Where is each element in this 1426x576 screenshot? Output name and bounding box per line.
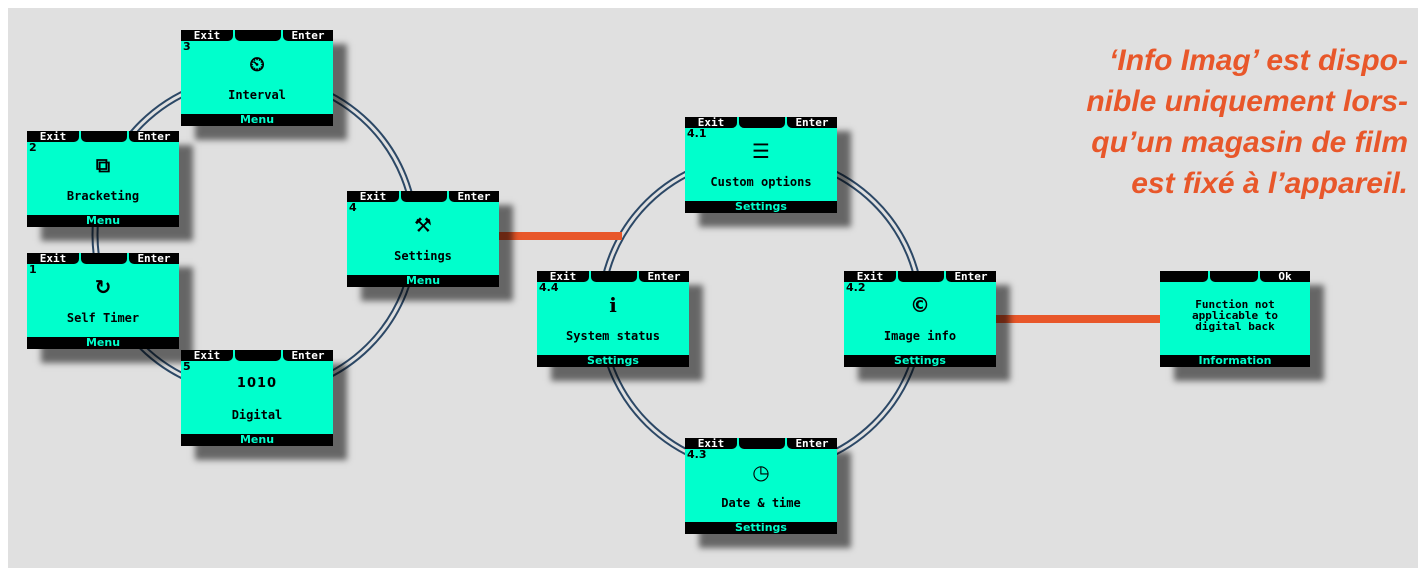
screen-title: Date & time <box>721 496 801 510</box>
enter-button[interactable]: Enter <box>946 271 996 282</box>
digital-icon: 1010 <box>236 376 278 391</box>
note-line: nible uniquement lors- <box>1086 85 1408 118</box>
menu-label: Menu <box>347 275 499 287</box>
menu-label: Information <box>1160 355 1310 367</box>
clock-calendar-icon: ◷ <box>752 460 770 484</box>
middle-button[interactable] <box>739 117 785 128</box>
enter-button[interactable]: Enter <box>449 191 499 202</box>
enter-button[interactable]: Enter <box>787 117 837 128</box>
middle-button[interactable] <box>235 350 281 361</box>
menu-label: Settings <box>685 201 837 213</box>
enter-button[interactable]: Enter <box>283 30 333 41</box>
menu-label: Menu <box>27 337 179 349</box>
note-line: ‘Info Imag’ est dispo- <box>1109 44 1408 77</box>
menu-number: 3 <box>183 40 191 53</box>
menu-number: 2 <box>29 141 37 154</box>
menu-number: 5 <box>183 360 191 373</box>
ok-button[interactable]: Ok <box>1260 271 1310 282</box>
availability-note: ‘Info Imag’ est dispo- nible uniquement … <box>968 40 1408 204</box>
screen-title: Digital <box>231 408 283 422</box>
middle-button[interactable] <box>1210 271 1258 282</box>
info-message-line: digital back <box>1195 320 1275 333</box>
exit-button[interactable]: Exit <box>537 271 589 282</box>
screen-system-status[interactable]: Exit Enter 4.4 i System status Settings <box>537 271 689 367</box>
exit-button[interactable]: Exit <box>685 438 737 449</box>
screen-title: Custom options <box>710 175 812 189</box>
info-icon: i <box>609 293 617 317</box>
custom-options-icon: ☰ <box>752 139 770 163</box>
copyright-icon: © <box>910 293 930 317</box>
screen-information[interactable]: Ok Function not applicable to digital ba… <box>1160 271 1310 367</box>
middle-button[interactable] <box>81 253 127 264</box>
exit-button[interactable]: Exit <box>27 253 79 264</box>
screen-custom-options[interactable]: Exit Enter 4.1 ☰ Custom options Settings <box>685 117 837 213</box>
screen-title: Image info <box>883 329 957 343</box>
screen-title: Settings <box>394 249 452 263</box>
enter-button[interactable]: Enter <box>283 350 333 361</box>
bracketing-icon: ⧉ <box>95 153 111 177</box>
self-timer-icon: ↻ <box>94 275 112 299</box>
screen-interval[interactable]: Exit Enter 3 ⏲ Interval Menu <box>181 30 333 126</box>
menu-label: Menu <box>181 114 333 126</box>
menu-label: Settings <box>537 355 689 367</box>
note-line: qu’un magasin de film <box>1091 126 1408 159</box>
screen-date-time[interactable]: Exit Enter 4.3 ◷ Date & time Settings <box>685 438 837 534</box>
menu-label: Menu <box>27 215 179 227</box>
enter-button[interactable]: Enter <box>787 438 837 449</box>
menu-number: 4.2 <box>846 281 866 294</box>
middle-button[interactable] <box>739 438 785 449</box>
settings-hammer-icon: ⚒ <box>414 213 432 237</box>
screen-title: Interval <box>228 88 286 102</box>
screen-image-info[interactable]: Exit Enter 4.2 © Image info Settings <box>844 271 996 367</box>
exit-button[interactable]: Exit <box>27 131 79 142</box>
menu-number: 1 <box>29 263 37 276</box>
exit-button[interactable]: Exit <box>347 191 399 202</box>
menu-label: Settings <box>685 522 837 534</box>
screen-digital[interactable]: Exit Enter 5 1010 Digital Menu <box>181 350 333 446</box>
screen-bracketing[interactable]: Exit Enter 2 ⧉ Bracketing Menu <box>27 131 179 227</box>
menu-number: 4.4 <box>539 281 559 294</box>
menu-number: 4.1 <box>687 127 707 140</box>
screen-settings[interactable]: Exit Enter 4 ⚒ Settings Menu <box>347 191 499 287</box>
info-message-line: applicable to <box>1191 309 1279 322</box>
note-line: est fixé à l’appareil. <box>1131 167 1408 200</box>
exit-button[interactable]: Exit <box>844 271 896 282</box>
exit-button[interactable]: Exit <box>685 117 737 128</box>
menu-number: 4 <box>349 201 357 214</box>
enter-button[interactable]: Enter <box>129 131 179 142</box>
middle-button[interactable] <box>235 30 281 41</box>
info-message-line: Function not <box>1195 298 1275 311</box>
enter-button[interactable]: Enter <box>129 253 179 264</box>
menu-label: Menu <box>181 434 333 446</box>
enter-button[interactable]: Enter <box>639 271 689 282</box>
menu-label: Settings <box>844 355 996 367</box>
left-button[interactable] <box>1160 271 1208 282</box>
screen-self-timer[interactable]: Exit Enter 1 ↻ Self Timer Menu <box>27 253 179 349</box>
screen-title: Self Timer <box>66 311 140 325</box>
middle-button[interactable] <box>401 191 447 202</box>
middle-button[interactable] <box>591 271 637 282</box>
menu-number: 4.3 <box>687 448 707 461</box>
middle-button[interactable] <box>81 131 127 142</box>
screen-title: Bracketing <box>66 189 140 203</box>
exit-button[interactable]: Exit <box>181 350 233 361</box>
exit-button[interactable]: Exit <box>181 30 233 41</box>
interval-timer-icon: ⏲ <box>249 52 265 76</box>
screen-title: System status <box>566 329 660 343</box>
middle-button[interactable] <box>898 271 944 282</box>
info-message: Function not applicable to digital back <box>1160 299 1310 332</box>
